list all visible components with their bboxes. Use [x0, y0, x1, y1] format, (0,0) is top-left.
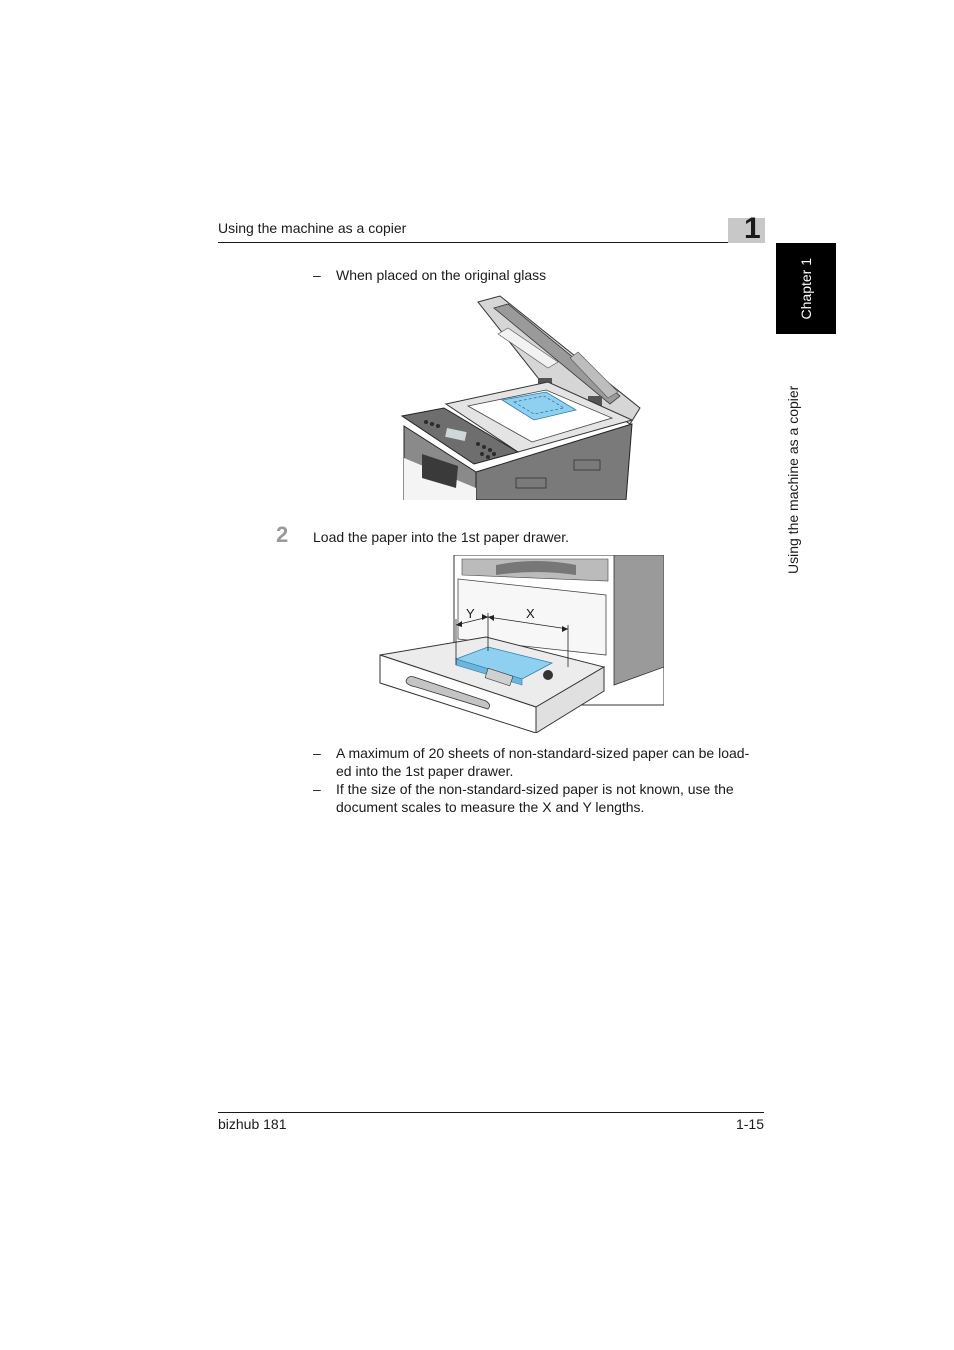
- footer-rule: [218, 1112, 764, 1113]
- bullet-text: When placed on the original glass: [336, 267, 547, 283]
- chapter-number: 1: [744, 212, 761, 245]
- chapter-number-box: [728, 218, 765, 243]
- side-section-title: Using the machine as a copier: [776, 354, 810, 574]
- side-chapter-label: Chapter 1: [798, 257, 814, 320]
- bullet-dash: –: [313, 745, 321, 761]
- bullet-text-line-2: document scales to measure the X and Y l…: [336, 799, 645, 815]
- bullet-text-line-2: ed into the 1st paper drawer.: [336, 763, 514, 779]
- bullet-text-line-1: A maximum of 20 sheets of non-standard-s…: [336, 745, 750, 761]
- header-rule: [218, 242, 764, 243]
- side-chapter-tab-text: Chapter 1: [776, 243, 836, 334]
- bullet-dash: –: [313, 781, 321, 797]
- step-text: Load the paper into the 1st paper drawer…: [313, 529, 570, 545]
- bullet-text-line-1: If the size of the non-standard-sized pa…: [336, 781, 734, 797]
- footer-product: bizhub 181: [218, 1116, 287, 1132]
- scale-x-label: X: [526, 606, 535, 621]
- running-header: Using the machine as a copier: [218, 220, 407, 236]
- paper-drawer-illustration: [379, 555, 664, 733]
- step-number: 2: [276, 522, 289, 547]
- scale-y-label: Y: [466, 606, 475, 621]
- side-section-label: Using the machine as a copier: [785, 385, 801, 574]
- copier-original-glass-illustration: [400, 295, 641, 500]
- footer-page-number: 1-15: [735, 1116, 764, 1132]
- bullet-dash: –: [313, 267, 321, 283]
- side-chapter-tab: [776, 243, 836, 334]
